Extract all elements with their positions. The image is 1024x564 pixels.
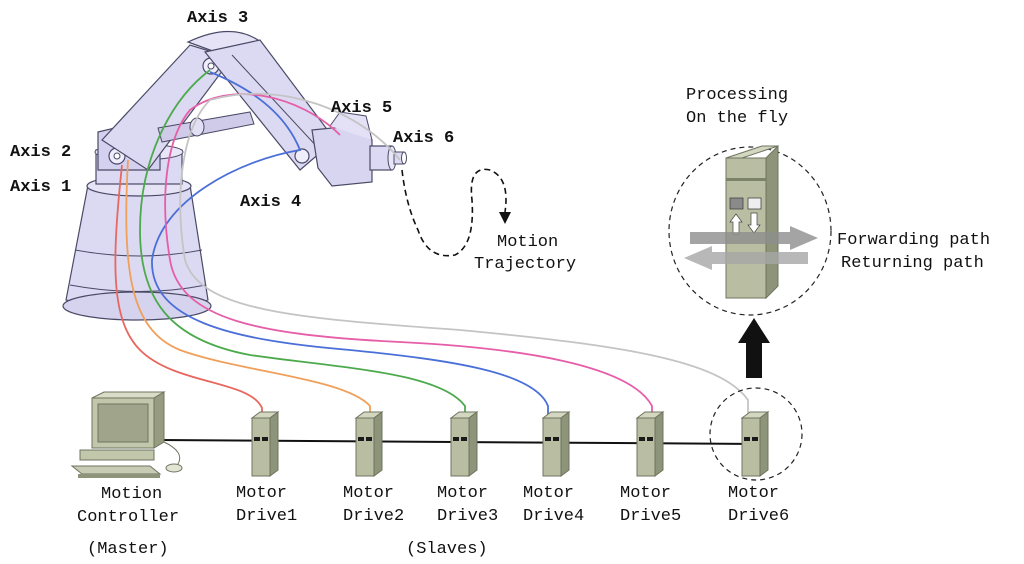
returning-arrow — [684, 246, 808, 270]
processing-label-line1: Processing — [686, 86, 788, 105]
processing-block-right — [747, 197, 762, 210]
controller-role-label: (Master) — [87, 540, 169, 559]
keyboard — [70, 465, 162, 475]
drive-4-port-in — [545, 437, 551, 441]
drive-1-label-line2: Drive1 — [236, 507, 297, 526]
drive-1-front — [251, 417, 271, 477]
drive-5-port-in — [639, 437, 645, 441]
trajectory-curve — [401, 168, 507, 257]
controller-label-line1: Motion — [101, 485, 162, 504]
processing-label-line2: On the fly — [686, 109, 788, 128]
drive-1-port-in — [254, 437, 260, 441]
forwarding-arrow — [690, 226, 818, 250]
trajectory-arrowhead — [499, 212, 511, 224]
zoom-circle — [668, 146, 832, 316]
cable-drive3 — [139, 69, 466, 416]
drive-5-port-out — [647, 437, 653, 441]
drive-3-front — [450, 417, 470, 477]
axis1-label: Axis 1 — [10, 178, 71, 197]
drive-3-port-out — [461, 437, 467, 441]
motor-drives: MotorDrive1MotorDrive2MotorDrive3MotorDr… — [236, 411, 789, 526]
drive-6-label-line2: Drive6 — [728, 507, 789, 526]
drive-1-label-line1: Motor — [236, 484, 287, 503]
drive-3-label-line2: Drive3 — [437, 507, 498, 526]
drive-3-port-in — [453, 437, 459, 441]
cable-drive1 — [114, 164, 263, 416]
cable-drive4 — [151, 71, 549, 416]
drive-6-port-out — [752, 437, 758, 441]
drive-3-label-line1: Motor — [437, 484, 488, 503]
zoom-arrow-icon — [738, 318, 770, 378]
drive-5-label-line1: Motor — [620, 484, 671, 503]
drive-4-label-line2: Drive4 — [523, 507, 584, 526]
drive-2-port-out — [366, 437, 372, 441]
motion-controller-computer — [70, 391, 183, 478]
drive6-highlight-circle — [709, 387, 803, 481]
down-arrow-icon — [747, 212, 761, 234]
drive-6-front — [741, 417, 761, 477]
motion-trajectory — [401, 168, 511, 257]
trajectory-label-line2: Trajectory — [474, 255, 576, 274]
drive-2-label-line2: Drive2 — [343, 507, 404, 526]
drive-2-label-line1: Motor — [343, 484, 394, 503]
slaves-label: (Slaves) — [406, 540, 488, 559]
returning-path-label: Returning path — [841, 254, 984, 273]
monitor-screen — [97, 403, 149, 443]
drive-4-front — [542, 417, 562, 477]
mouse — [165, 463, 183, 473]
axis2-label: Axis 2 — [10, 143, 71, 162]
processing-detail: Processing On the fly Forwarding path Re… — [668, 86, 990, 481]
drive-4-port-out — [553, 437, 559, 441]
processing-block-left — [729, 197, 744, 210]
drive-2-front — [355, 417, 375, 477]
cable-drive2 — [125, 159, 371, 416]
drive-5-label-line2: Drive5 — [620, 507, 681, 526]
trajectory-label-line1: Motion — [497, 233, 558, 252]
robot-arm — [62, 30, 407, 321]
cable-bundle — [114, 69, 749, 416]
drive-6-port-in — [744, 437, 750, 441]
drive-1-port-out — [262, 437, 268, 441]
axis5-label: Axis 5 — [331, 99, 392, 118]
drive-2-port-in — [358, 437, 364, 441]
controller-label-line2: Controller — [77, 508, 179, 527]
drive-4-label-line1: Motor — [523, 484, 574, 503]
axis6-label: Axis 6 — [393, 129, 454, 148]
axis4-label: Axis 4 — [240, 193, 301, 212]
drive-5-front — [636, 417, 656, 477]
forwarding-path-label: Forwarding path — [837, 231, 990, 250]
cable-drive6 — [179, 92, 749, 416]
axis3-label: Axis 3 — [187, 9, 248, 28]
drive-6-label-line1: Motor — [728, 484, 779, 503]
